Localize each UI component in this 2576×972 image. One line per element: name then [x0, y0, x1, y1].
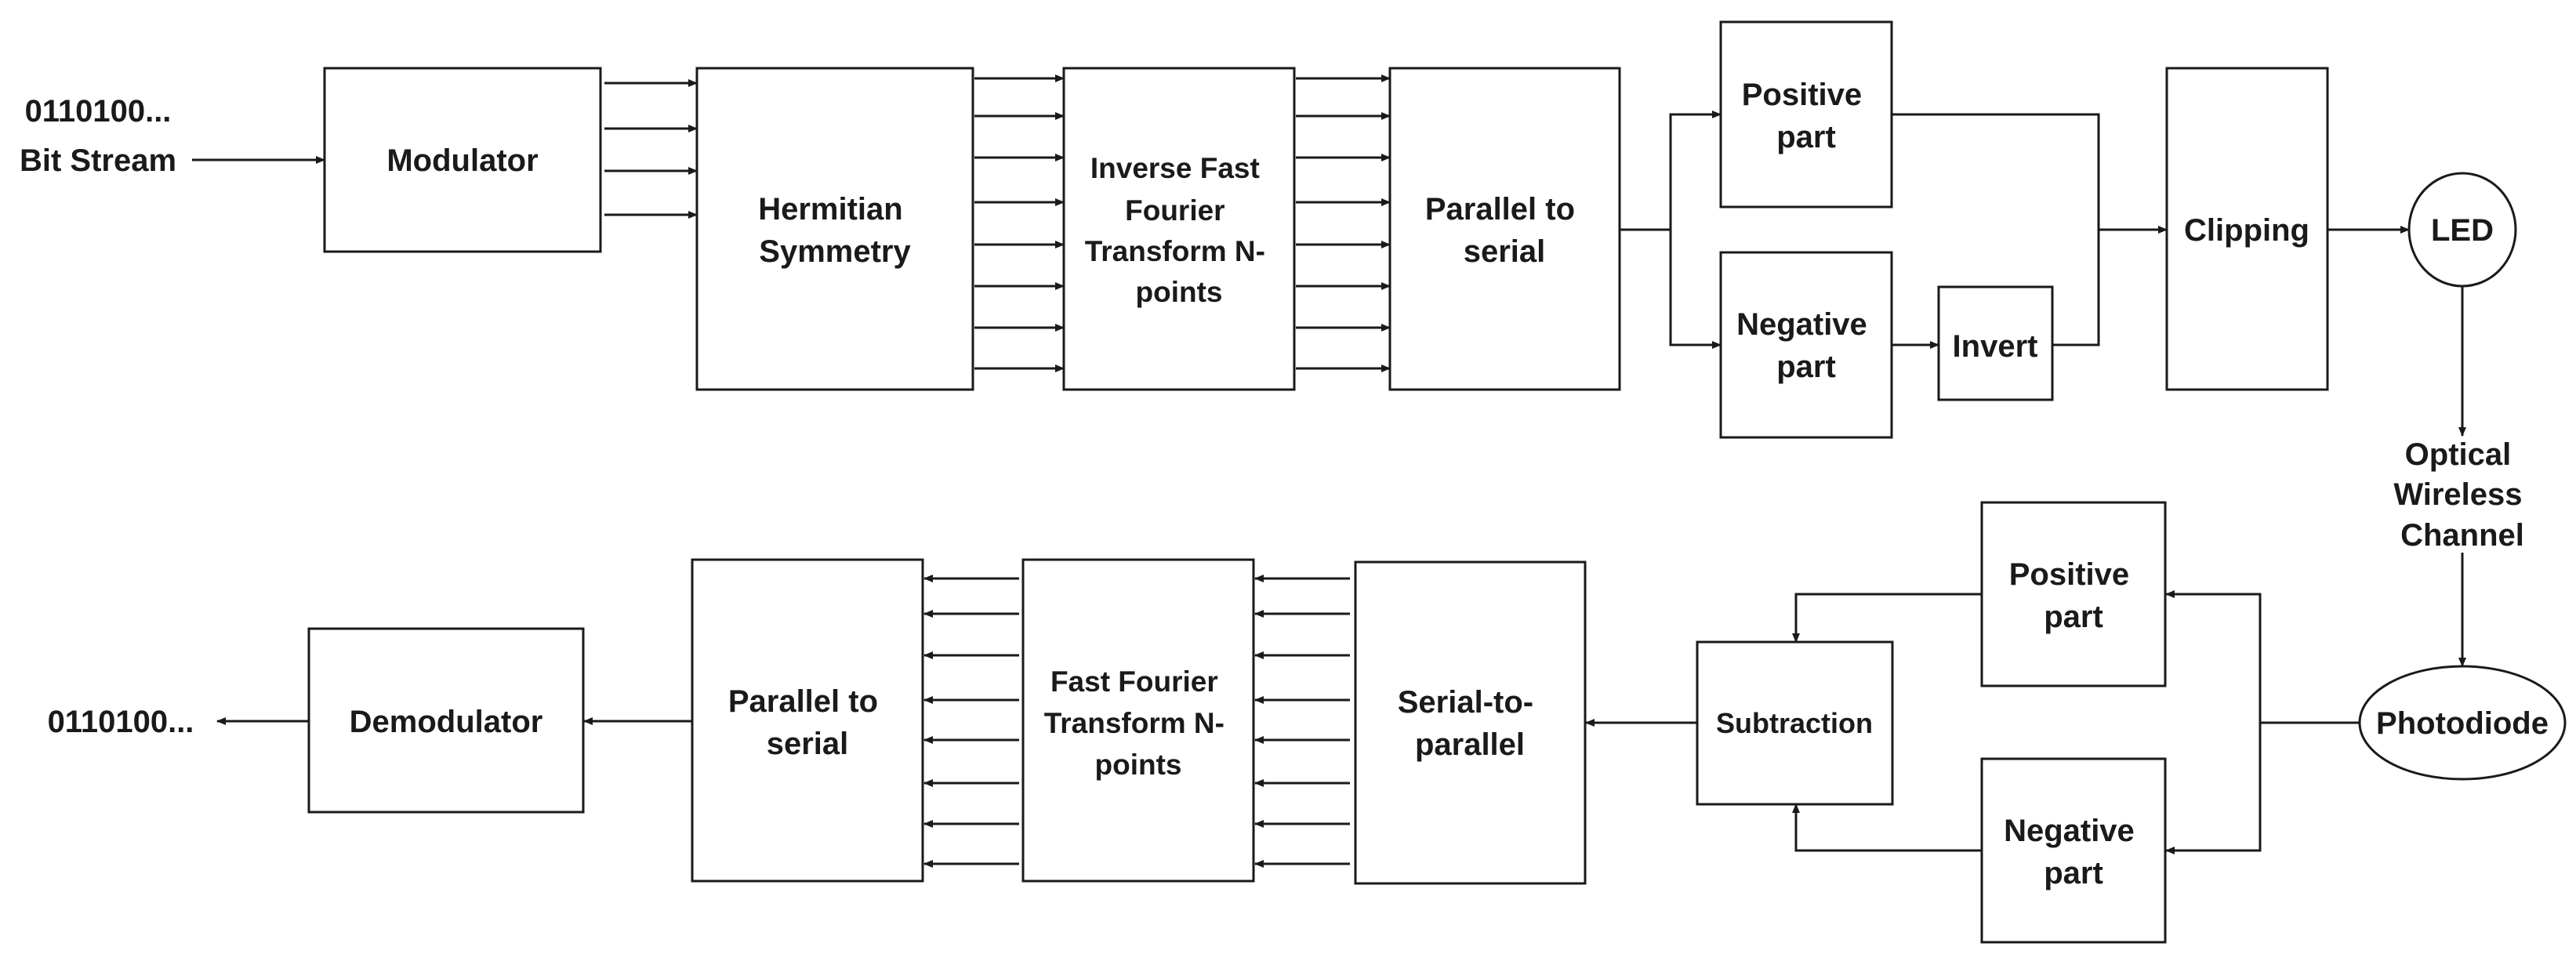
rx-negative-label: Negative part — [2004, 814, 2143, 890]
arrow-to-rx-positive — [2165, 590, 2262, 723]
clipping-label: Clipping — [2184, 213, 2309, 248]
arrow-to-rx-negative — [2165, 723, 2262, 854]
tx-negative-line-1: Negative — [1736, 307, 1867, 342]
tx-positive-part-block: Positive part — [1719, 20, 1893, 209]
modulator-block: Modulator — [323, 67, 602, 253]
invert-label: Invert — [1953, 329, 2038, 364]
modulator-label: Modulator — [386, 143, 538, 178]
modulator-to-hermitian-arrows — [604, 79, 698, 219]
ifft-line-4: points — [1136, 276, 1223, 308]
hermitian-symmetry-block: Hermitian Symmetry — [695, 67, 974, 391]
s2p-line-2: parallel — [1415, 727, 1525, 762]
tx-p2s-line-1: Parallel to — [1425, 192, 1575, 227]
hermitian-symmetry-label: Hermitian Symmetry — [758, 192, 912, 269]
invert-block: Invert — [1937, 285, 2054, 401]
led-label: LED — [2431, 213, 2494, 248]
rx-positive-line-2: part — [2044, 600, 2103, 634]
tx-negative-line-2: part — [1776, 350, 1836, 384]
s2p-label: Serial-to- parallel — [1398, 685, 1542, 762]
arrow-positive-to-subtraction — [1792, 593, 1982, 643]
rx-positive-line-1: Positive — [2009, 557, 2129, 592]
ifft-block: Inverse Fast Fourier Transform N- points — [1062, 67, 1296, 391]
led-block: LED — [2407, 172, 2517, 288]
tx-p2s-label: Parallel to serial — [1425, 192, 1584, 269]
ifft-line-3: Transform N- — [1085, 235, 1265, 267]
subtraction-block: Subtraction — [1696, 640, 1894, 806]
ifft-label: Inverse Fast Fourier Transform N- points — [1085, 152, 1274, 308]
demodulator-block: Demodulator — [307, 627, 585, 814]
tx-parallel-to-serial-block: Parallel to serial — [1388, 67, 1621, 391]
input-bits-label: 0110100... — [25, 94, 172, 129]
rx-negative-line-2: part — [2044, 856, 2103, 890]
channel-line-1: Optical — [2405, 437, 2512, 472]
rx-parallel-to-serial-block: Parallel to serial — [691, 558, 924, 883]
channel-line-3: Channel — [2400, 518, 2524, 553]
fft-to-p2s-arrows — [923, 575, 1019, 868]
ifft-to-p2s-arrows — [1296, 74, 1391, 372]
fft-block: Fast Fourier Transform N- points — [1021, 558, 1255, 883]
demodulator-label: Demodulator — [350, 705, 543, 739]
photodiode-label: Photodiode — [2376, 706, 2549, 741]
photodiode-block: Photodiode — [2358, 665, 2567, 781]
arrow-to-positive-part — [1669, 111, 1722, 230]
tx-negative-label: Negative part — [1736, 307, 1876, 384]
clipping-block: Clipping — [2165, 67, 2329, 391]
arrow-negative-to-subtraction — [1792, 803, 1982, 852]
s2p-to-fft-arrows — [1254, 575, 1350, 868]
optical-wireless-channel-label: Optical Wireless Channel — [2393, 437, 2531, 553]
hermitian-line-1: Hermitian — [758, 192, 903, 227]
hermitian-line-2: Symmetry — [759, 234, 911, 269]
rx-negative-part-block: Negative part — [1980, 757, 2167, 944]
rx-p2s-line-2: serial — [767, 727, 849, 761]
tx-positive-line-2: part — [1776, 120, 1836, 154]
fft-line-2: Transform N- — [1044, 707, 1225, 739]
serial-to-parallel-block: Serial-to- parallel — [1354, 560, 1587, 885]
rx-negative-line-1: Negative — [2004, 814, 2135, 848]
arrow-to-negative-part — [1669, 230, 1722, 349]
fft-line-3: points — [1095, 749, 1182, 781]
fft-line-1: Fast Fourier — [1050, 666, 1218, 698]
tx-p2s-line-2: serial — [1464, 234, 1546, 269]
input-bit-stream-label: Bit Stream — [20, 143, 176, 178]
rx-p2s-line-1: Parallel to — [728, 684, 878, 719]
rx-positive-part-block: Positive part — [1980, 501, 2167, 687]
channel-line-2: Wireless — [2393, 477, 2522, 512]
tx-positive-label: Positive part — [1742, 78, 1871, 154]
connector-positive-merge — [1892, 113, 2100, 230]
hermitian-to-ifft-arrows — [974, 74, 1065, 372]
rx-positive-label: Positive part — [2009, 557, 2139, 634]
output-bits-label: 0110100... — [48, 705, 194, 739]
ifft-line-1: Inverse Fast — [1090, 152, 1260, 184]
connector-invert-merge — [2052, 230, 2100, 346]
tx-negative-part-block: Negative part — [1719, 251, 1893, 439]
subtraction-label: Subtraction — [1716, 707, 1873, 739]
s2p-line-1: Serial-to- — [1398, 685, 1533, 720]
tx-positive-line-1: Positive — [1742, 78, 1862, 112]
fft-label: Fast Fourier Transform N- points — [1044, 666, 1233, 781]
rx-p2s-label: Parallel to serial — [728, 684, 887, 761]
ifft-line-2: Fourier — [1125, 194, 1225, 227]
